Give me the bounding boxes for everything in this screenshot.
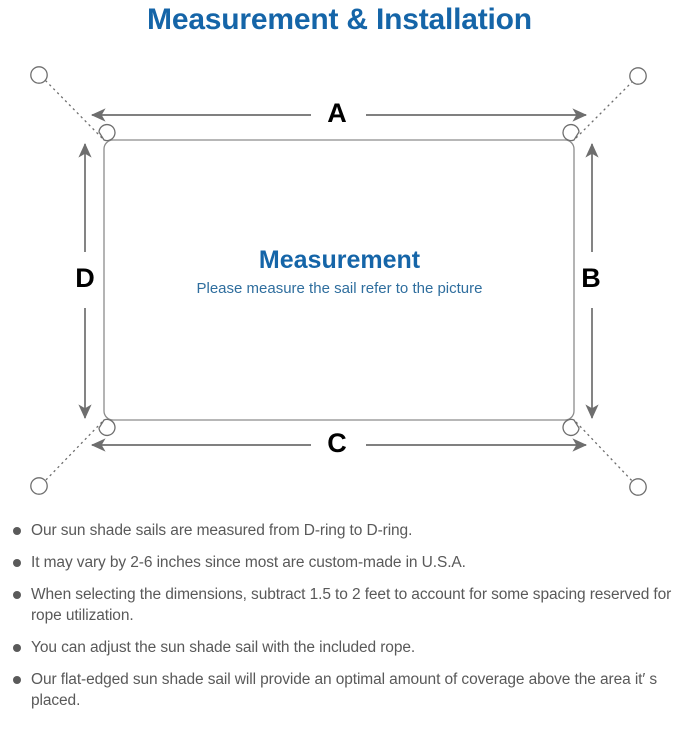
bullet-icon xyxy=(13,644,21,652)
dimension-label-a: A xyxy=(327,98,347,128)
note-item: When selecting the dimensions, subtract … xyxy=(0,584,679,626)
diagram-svg xyxy=(30,66,647,496)
note-item: Our flat-edged sun shade sail will provi… xyxy=(0,669,679,711)
note-text: You can adjust the sun shade sail with t… xyxy=(31,639,416,656)
rope-line-bottom-right xyxy=(575,421,637,486)
rope-line-top-left xyxy=(41,76,103,139)
sail-heading: Measurement xyxy=(258,246,421,274)
notes-list: Our sun shade sails are measured from D-… xyxy=(0,520,679,722)
anchor-point-top-right xyxy=(629,67,647,85)
sail-subtitle: Please measure the sail refer to the pic… xyxy=(196,280,483,297)
bullet-icon xyxy=(13,591,21,599)
dimension-label-b: B xyxy=(581,263,601,293)
bullet-icon xyxy=(13,676,21,684)
rope-line-top-right xyxy=(575,77,637,139)
sail-measurement-diagram: Measurement Please measure the sail refe… xyxy=(0,44,679,514)
anchor-point-top-left xyxy=(30,66,48,84)
note-item: Our sun shade sails are measured from D-… xyxy=(0,520,679,541)
bullet-icon xyxy=(13,559,21,567)
note-text: Our sun shade sails are measured from D-… xyxy=(31,522,413,539)
rope-line-bottom-left xyxy=(41,421,103,485)
anchor-point-bottom-right xyxy=(629,478,647,496)
note-text: It may vary by 2-6 inches since most are… xyxy=(31,554,466,571)
sail-outline xyxy=(103,139,575,421)
note-text: Our flat-edged sun shade sail will provi… xyxy=(31,671,658,709)
d-ring-top-left xyxy=(98,123,116,142)
d-ring-bottom-left xyxy=(98,418,116,437)
anchor-point-bottom-left xyxy=(30,477,48,495)
page-title: Measurement & Installation xyxy=(147,3,532,36)
note-text: When selecting the dimensions, subtract … xyxy=(31,586,672,624)
bullet-icon xyxy=(13,527,21,535)
note-item: It may vary by 2-6 inches since most are… xyxy=(0,552,679,573)
d-ring-top-right xyxy=(562,123,580,142)
dimension-label-c: C xyxy=(327,428,347,458)
note-item: You can adjust the sun shade sail with t… xyxy=(0,637,679,658)
dimension-label-d: D xyxy=(75,263,95,293)
d-ring-bottom-right xyxy=(562,418,580,437)
